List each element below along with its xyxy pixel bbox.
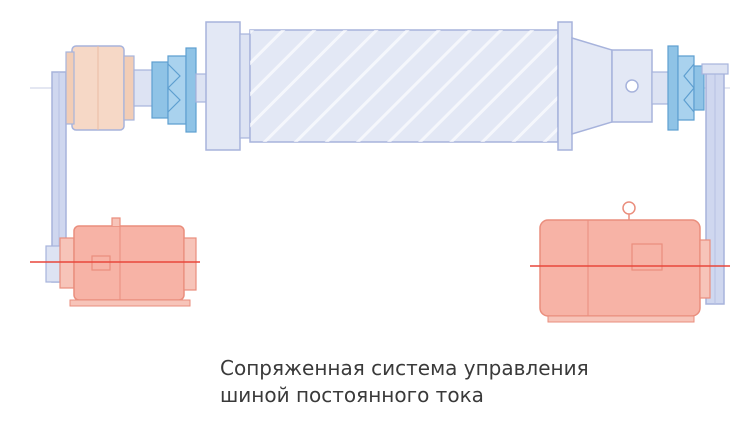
- left-pulley: [65, 45, 135, 131]
- lifting-eye: [622, 201, 636, 215]
- caption-line-1: Сопряженная система управления: [220, 356, 589, 380]
- left-coupling: [151, 47, 197, 133]
- diagram-caption: Сопряженная система управления шиной пос…: [220, 355, 589, 409]
- gearbox-port: [625, 79, 639, 93]
- right-motor: [539, 201, 711, 323]
- left-motor: [45, 217, 197, 307]
- main-drum: [205, 21, 653, 151]
- caption-line-2: шиной постоянного тока: [220, 383, 484, 407]
- right-coupling: [667, 45, 705, 131]
